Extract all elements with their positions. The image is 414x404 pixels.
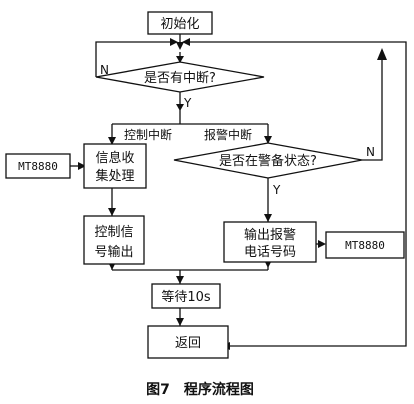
interrupt-decision-label: 是否有中断? — [144, 71, 216, 86]
connector-return-loop — [228, 41, 407, 347]
return-label: 返回 — [175, 336, 201, 351]
control-interrupt-label: 控制中断 — [124, 127, 172, 142]
armed-decision-label: 是否在警备状态? — [219, 153, 317, 169]
control-out-label-line1: 控制信 — [94, 225, 133, 240]
yes-interrupt-label: Y — [183, 96, 192, 110]
alarm-call-label-line2: 电话号码 — [244, 245, 296, 260]
arrowhead-into-wait — [176, 276, 184, 284]
arrowhead-into-interrupt-check — [176, 56, 184, 63]
arrowhead-armed-yes — [264, 214, 272, 222]
arrowhead-mt8880-to-collect — [78, 162, 86, 170]
armed-label: Y — [272, 183, 281, 197]
control-out-label-line2: 号输出 — [94, 244, 133, 260]
wait-label: 等待10s — [161, 289, 211, 305]
arrowhead-into-junction — [176, 42, 184, 50]
not-armed-label: N — [366, 145, 375, 159]
arrowhead-into-mt8880-right — [318, 240, 326, 248]
mt8880-left-label: MT8880 — [18, 160, 58, 173]
arrowhead-into-armed-check — [264, 136, 272, 144]
arrowhead-top-into-junction — [182, 38, 190, 46]
mt8880-right-label: MT8880 — [345, 239, 385, 252]
arrowhead-yes-interrupt — [176, 104, 184, 111]
collect-label-line1: 信息收 — [95, 150, 134, 166]
connector-no-interrupt-loop — [95, 41, 174, 77]
connector-not-armed-loop — [362, 56, 383, 161]
init-label: 初始化 — [160, 17, 199, 32]
alarm-call-label-line1: 输出报警 — [244, 227, 296, 243]
mt8880-right-box — [325, 231, 405, 259]
alarm-interrupt-label: 报警中断 — [204, 127, 252, 142]
arrowhead-into-return — [176, 318, 184, 326]
no-interrupt-label: N — [100, 63, 109, 77]
arrowhead-into-collect — [108, 137, 116, 145]
init-box — [147, 11, 213, 35]
armed-decision — [173, 142, 363, 179]
return-box — [147, 325, 229, 359]
mt8880-left-box — [5, 153, 71, 179]
interrupt-decision — [95, 61, 265, 93]
arrowhead-loop-into-junction — [170, 38, 178, 46]
control-out-box — [83, 215, 145, 265]
collect-box — [83, 143, 147, 189]
wait-box — [151, 283, 221, 309]
figure-caption: 图7 程序流程图 — [146, 381, 254, 398]
arrowhead-into-control — [108, 208, 116, 216]
collect-label-line2: 集处理 — [95, 168, 134, 184]
arrowhead-not-armed-up — [377, 48, 387, 60]
alarm-call-box — [223, 221, 317, 263]
